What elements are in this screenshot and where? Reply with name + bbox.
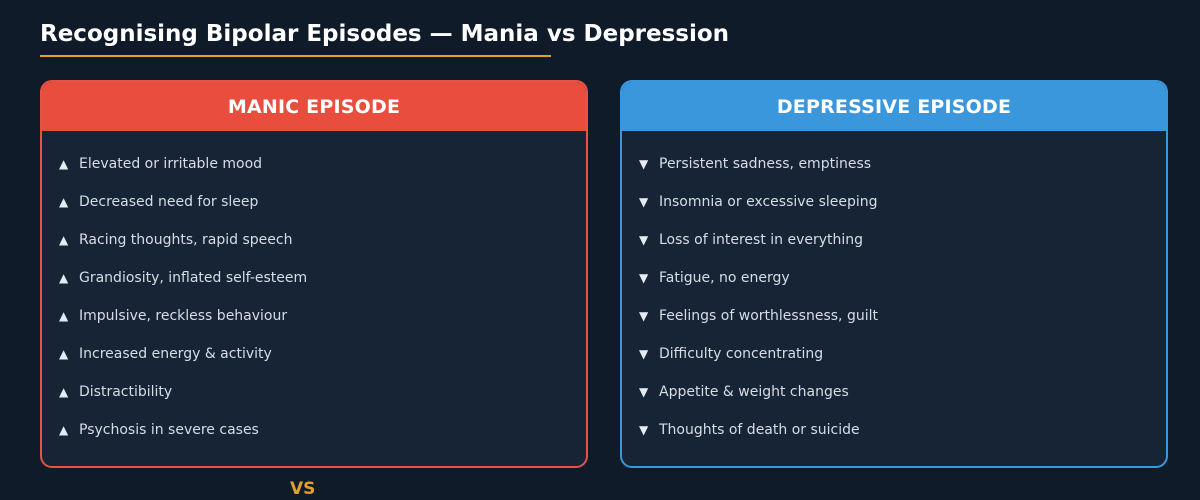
list-item: ▼ Persistent sadness, emptiness [622,145,1166,183]
triangle-down-icon: ▼ [639,309,649,323]
list-item-text: Appetite & weight changes [659,384,849,400]
list-item: ▼ Fatigue, no energy [622,259,1166,297]
depressive-episode-header: DEPRESSIVE EPISODE [622,82,1166,131]
triangle-up-icon: ▲ [59,423,69,437]
list-item-text: Loss of interest in everything [659,232,864,248]
list-item-text: Persistent sadness, emptiness [659,156,872,172]
triangle-up-icon: ▲ [59,271,69,285]
list-item: ▲ Decreased need for sleep [42,183,586,221]
list-item: ▼ Thoughts of death or suicide [622,411,1166,449]
triangle-up-icon: ▲ [59,157,69,171]
manic-episode-header: MANIC EPISODE [42,82,586,131]
title-underline [40,55,551,57]
list-item: ▲ Elevated or irritable mood [42,145,586,183]
triangle-up-icon: ▲ [59,309,69,323]
triangle-down-icon: ▼ [639,347,649,361]
triangle-down-icon: ▼ [639,271,649,285]
list-item-text: Impulsive, reckless behaviour [79,308,288,324]
list-item-text: Thoughts of death or suicide [659,422,860,438]
list-item-text: Fatigue, no energy [659,270,790,286]
list-item-text: Elevated or irritable mood [79,156,263,172]
list-item-text: Increased energy & activity [79,346,272,362]
list-item-text: Decreased need for sleep [79,194,259,210]
list-item: ▼ Loss of interest in everything [622,221,1166,259]
triangle-up-icon: ▲ [59,385,69,399]
depressive-episode-panel: DEPRESSIVE EPISODE ▼ Persistent sadness, … [620,80,1168,468]
list-item-text: Difficulty concentrating [659,346,824,362]
manic-symptom-list: ▲ Elevated or irritable mood ▲ Decreased ne… [42,131,586,449]
triangle-down-icon: ▼ [639,385,649,399]
manic-episode-panel: MANIC EPISODE ▲ Elevated or irritable moo… [40,80,588,468]
triangle-down-icon: ▼ [639,233,649,247]
list-item: ▲ Impulsive, reckless behaviour [42,297,586,335]
triangle-up-icon: ▲ [59,347,69,361]
list-item: ▲ Grandiosity, inflated self-esteem [42,259,586,297]
page-title: Recognising Bipolar Episodes — Mania vs … [40,21,730,47]
list-item-text: Feelings of worthlessness, guilt [659,308,878,324]
list-item: ▲ Distractibility [42,373,586,411]
list-item: ▲ Psychosis in severe cases [42,411,586,449]
vs-label: VS [290,479,316,499]
list-item: ▲ Increased energy & activity [42,335,586,373]
triangle-up-icon: ▲ [59,233,69,247]
list-item-text: Distractibility [79,384,173,400]
list-item: ▼ Feelings of worthlessness, guilt [622,297,1166,335]
triangle-up-icon: ▲ [59,195,69,209]
list-item-text: Insomnia or excessive sleeping [659,194,878,210]
triangle-down-icon: ▼ [639,157,649,171]
list-item-text: Psychosis in severe cases [79,422,259,438]
triangle-down-icon: ▼ [639,195,649,209]
list-item: ▼ Appetite & weight changes [622,373,1166,411]
list-item: ▲ Racing thoughts, rapid speech [42,221,586,259]
list-item: ▼ Insomnia or excessive sleeping [622,183,1166,221]
list-item-text: Racing thoughts, rapid speech [79,232,293,248]
depressive-symptom-list: ▼ Persistent sadness, emptiness ▼ Insomnia … [622,131,1166,449]
list-item-text: Grandiosity, inflated self-esteem [79,270,308,286]
list-item: ▼ Difficulty concentrating [622,335,1166,373]
triangle-down-icon: ▼ [639,423,649,437]
